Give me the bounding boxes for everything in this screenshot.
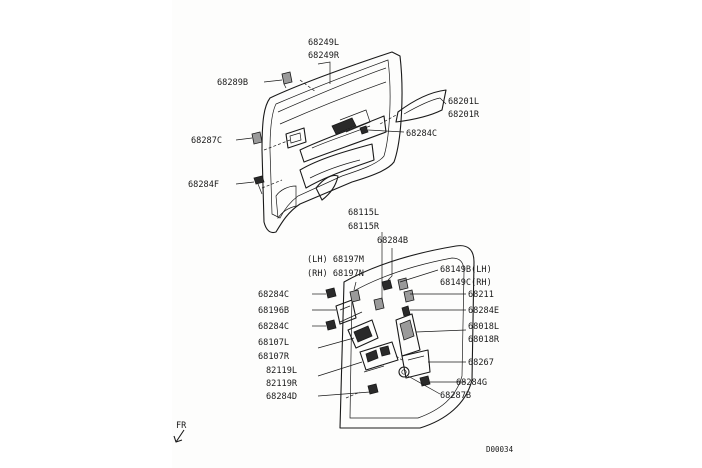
connector-68267 bbox=[395, 349, 431, 379]
label-68287C: 68287C bbox=[191, 136, 222, 146]
label-68284D: 68284D bbox=[266, 392, 297, 402]
label-68284C-a: 68284C bbox=[258, 290, 289, 300]
label-68018L: 68018L bbox=[468, 322, 499, 332]
label-68289B: 68289B bbox=[217, 78, 248, 88]
screw-68284C-lower-a-icon bbox=[325, 287, 337, 299]
grommet-68287B-icon bbox=[398, 366, 410, 378]
label-68196B: 68196B bbox=[258, 306, 289, 316]
bracket-68211 bbox=[403, 289, 415, 303]
screw-68284C-lower-b-icon bbox=[325, 319, 337, 331]
screw-68284G-icon bbox=[419, 375, 431, 387]
label-68115R: 68115R bbox=[348, 222, 380, 232]
cover-68197-icon bbox=[349, 289, 361, 303]
clip-68287C-icon bbox=[251, 131, 263, 145]
label-68197M: (LH) 68197M bbox=[307, 255, 364, 265]
label-68249R: 68249R bbox=[308, 51, 340, 61]
label-68284C-top: 68284C bbox=[406, 129, 437, 139]
door-trim-panel-upper bbox=[261, 51, 403, 234]
screw-68284D-icon bbox=[367, 383, 379, 395]
label-82119L: 82119L bbox=[266, 366, 297, 376]
switch-panel-68018 bbox=[395, 313, 421, 357]
cap-68115-icon bbox=[373, 297, 385, 311]
label-orientation-fr: FR bbox=[176, 421, 187, 431]
leader-lines bbox=[235, 61, 467, 397]
part-labels: 68249L 68249R 68289B 68201L 68201R 68287… bbox=[176, 38, 514, 454]
label-68149B: 68149B(LH) bbox=[440, 265, 492, 275]
label-68201R: 68201R bbox=[448, 110, 480, 120]
front-direction-arrow-icon bbox=[173, 429, 185, 443]
label-68284G: 68284G bbox=[456, 378, 487, 388]
label-68284B: 68284B bbox=[377, 236, 408, 246]
label-68115L: 68115L bbox=[348, 208, 379, 218]
window-switch-82119 bbox=[359, 341, 399, 373]
drawing-sheet bbox=[172, 0, 530, 468]
label-68284F: 68284F bbox=[188, 180, 219, 190]
label-68018R: 68018R bbox=[468, 335, 500, 345]
label-68149C: 68149C(RH) bbox=[440, 278, 492, 288]
label-68201L: 68201L bbox=[448, 97, 479, 107]
clip-68289B-icon bbox=[281, 71, 293, 89]
label-68284E: 68284E bbox=[468, 306, 499, 316]
screw-68284C-top-icon bbox=[359, 125, 369, 135]
screw-68284B-icon bbox=[381, 279, 393, 291]
bracket-68196B bbox=[335, 299, 357, 325]
label-68107L: 68107L bbox=[258, 338, 289, 348]
label-68249L: 68249L bbox=[308, 38, 339, 48]
cap-68149-icon bbox=[397, 277, 409, 291]
screw-68284E-icon bbox=[401, 305, 411, 317]
diagram-code: D00034 bbox=[486, 445, 514, 454]
trim-insert-68201 bbox=[379, 89, 447, 125]
label-68197N: (RH) 68197N bbox=[307, 269, 364, 279]
handle-bezel-68107 bbox=[339, 311, 379, 349]
screw-68284F-icon bbox=[253, 175, 265, 195]
label-82119R: 82119R bbox=[266, 379, 298, 389]
label-68107R: 68107R bbox=[258, 352, 290, 362]
label-68287B: 68287B bbox=[440, 391, 471, 401]
label-68211: 68211 bbox=[468, 290, 494, 300]
label-68284C-b: 68284C bbox=[258, 322, 289, 332]
label-68267: 68267 bbox=[468, 358, 494, 368]
